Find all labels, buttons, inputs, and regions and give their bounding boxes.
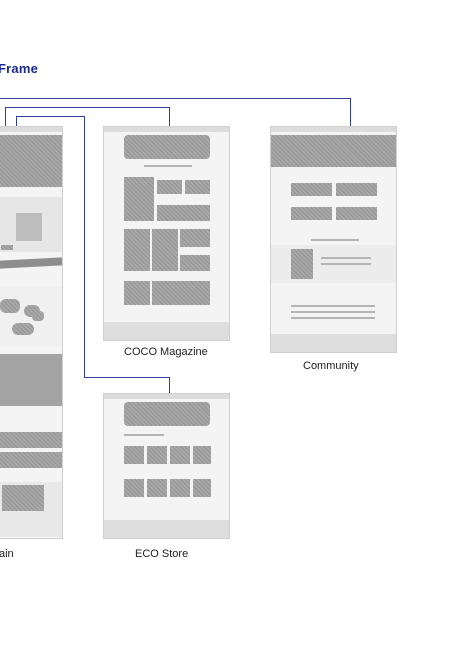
community-frame-label: Community [303,360,359,372]
main-frame[interactable] [0,126,63,539]
community-frame[interactable] [270,126,397,353]
store-frame-label: ECO Store [135,548,189,560]
store-frame[interactable] [103,393,230,539]
main-frame-label: ain [0,548,14,560]
magazine-frame-label: COCO Magazine [124,346,208,358]
magazine-frame[interactable] [103,126,230,341]
diagram-title: Frame [0,61,39,76]
